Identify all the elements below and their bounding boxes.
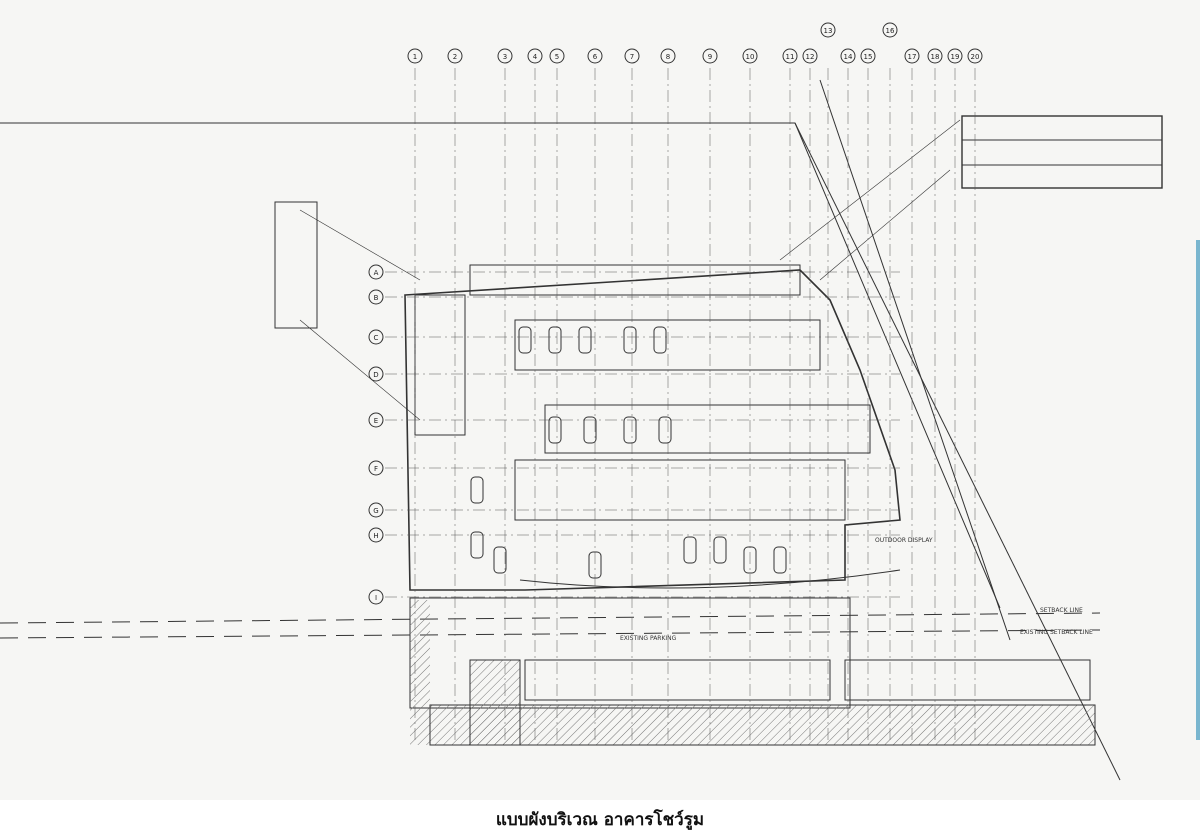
- grid-column-label: 12: [806, 53, 815, 61]
- office-row: [514, 459, 846, 521]
- existing-setback-label: EXISTING SETBACK LINE: [1020, 629, 1093, 636]
- grid-bubble-18: [927, 48, 943, 64]
- grid-column-label: 19: [951, 53, 960, 61]
- grid-bubble-20: [967, 48, 983, 64]
- grid-bubble-9: [702, 48, 718, 64]
- car-symbol: [493, 546, 507, 574]
- grid-column-label: 17: [908, 53, 917, 61]
- service-bay-row: [514, 319, 821, 371]
- grid-column-label: 16: [886, 27, 895, 35]
- grid-column-label: 6: [593, 53, 598, 61]
- existing-setback-line: [0, 612, 1101, 624]
- car-symbol: [623, 326, 637, 354]
- stair-block: [414, 294, 466, 436]
- grid-column-label: 20: [971, 53, 980, 61]
- grid-bubble-1: [407, 48, 423, 64]
- car-symbol: [548, 416, 562, 444]
- car-symbol: [578, 326, 592, 354]
- grid-row-label: C: [374, 334, 379, 342]
- parking-stalls: [524, 659, 831, 701]
- grid-row-label: H: [373, 532, 378, 540]
- grid-row-label: G: [373, 507, 378, 515]
- grid-bubble-B: [368, 289, 384, 305]
- grid-column-label: 8: [666, 53, 670, 61]
- grid-bubble-G: [368, 502, 384, 518]
- grid-bubble-19: [947, 48, 963, 64]
- grid-row-label: F: [374, 465, 378, 473]
- existing-parking-label: EXISTING PARKING: [620, 635, 677, 642]
- grid-bubble-F: [368, 460, 384, 476]
- grid-row-label: D: [373, 371, 378, 379]
- grid-bubble-D: [368, 366, 384, 382]
- grid-column-label: 13: [824, 27, 833, 35]
- grid-column-label: 4: [533, 53, 538, 61]
- page-edge: [1196, 240, 1200, 740]
- car-symbol: [470, 531, 484, 559]
- grid-bubble-14: [840, 48, 856, 64]
- grid-column-label: 5: [555, 53, 559, 61]
- grid-column-label: 9: [708, 53, 712, 61]
- car-symbol: [518, 326, 532, 354]
- car-symbol: [713, 536, 727, 564]
- grid-bubble-11: [782, 48, 798, 64]
- grid-bubble-7: [624, 48, 640, 64]
- parking-stalls-east: [844, 659, 1091, 701]
- grid-bubble-C: [368, 329, 384, 345]
- grid-column-label: 11: [786, 53, 795, 61]
- outdoor-display-label: OUTDOOR DISPLAY: [875, 537, 933, 544]
- grid-row-label: A: [374, 269, 379, 277]
- car-symbol: [683, 536, 697, 564]
- grid-bubble-E: [368, 412, 384, 428]
- grid-column-label: 15: [864, 53, 873, 61]
- grid-bubble-8: [660, 48, 676, 64]
- showroom-building: [404, 269, 901, 591]
- grid-bubble-A: [368, 264, 384, 280]
- grid-bubble-3: [497, 48, 513, 64]
- grid-bubble-I: [368, 589, 384, 605]
- grid-bubble-15: [860, 48, 876, 64]
- grid-bubble-16: [882, 22, 898, 38]
- car-symbol: [658, 416, 672, 444]
- grid-row-label: I: [375, 594, 377, 602]
- drawing-caption: แบบผังบริเวณ อาคารโชว์รูม: [495, 810, 705, 830]
- grid-row-label: B: [374, 294, 379, 302]
- grid-column-label: 3: [503, 53, 507, 61]
- guardhouse-plan: [274, 201, 318, 329]
- car-symbol: [773, 546, 787, 574]
- grid-column-label: 14: [844, 53, 853, 61]
- upper-rooms: [469, 264, 801, 296]
- setback-label: SETBACK LINE: [1040, 607, 1083, 614]
- grid-bubble-10: [742, 48, 758, 64]
- grid-bubble-2: [447, 48, 463, 64]
- road-edge: [794, 122, 1121, 781]
- car-symbol: [548, 326, 562, 354]
- grid-bubble-6: [587, 48, 603, 64]
- car-symbol: [653, 326, 667, 354]
- grid-bubble-4: [527, 48, 543, 64]
- grid-column-label: 7: [630, 53, 634, 61]
- car-symbol: [583, 416, 597, 444]
- car-symbol: [623, 416, 637, 444]
- grid-column-label: 18: [931, 53, 940, 61]
- grid-bubble-12: [802, 48, 818, 64]
- grid-column-label: 2: [453, 53, 457, 61]
- grid-column-label: 10: [746, 53, 755, 61]
- detail-plan: [961, 115, 1163, 189]
- body-shop-row: [544, 404, 871, 454]
- grid-bubble-17: [904, 48, 920, 64]
- grid-bubble-5: [549, 48, 565, 64]
- grid-column-label: 1: [413, 53, 417, 61]
- road-centerline: [819, 79, 1011, 641]
- grid-bubble-H: [368, 527, 384, 543]
- grid-bubble-13: [820, 22, 836, 38]
- grid-row-label: E: [374, 417, 378, 425]
- car-symbol: [470, 476, 484, 504]
